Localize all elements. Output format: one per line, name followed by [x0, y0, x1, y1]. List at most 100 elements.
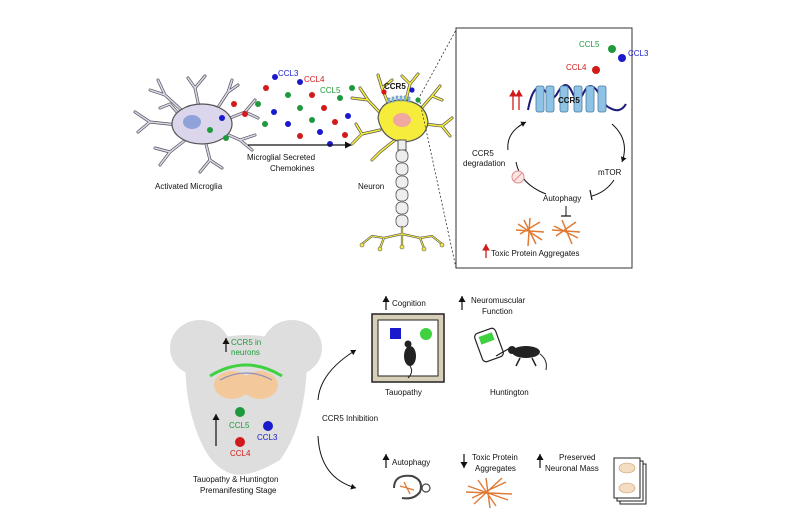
degradation-label-line1: CCR5 [472, 149, 494, 158]
secreted-label-line2: Chemokines [270, 164, 314, 173]
ccl5-dot [415, 97, 421, 103]
ccl3-dot [271, 109, 277, 115]
chemokine-cloud [242, 74, 355, 147]
microglia-processes-fill [134, 75, 259, 173]
degradation-to-receptor-arrow [507, 121, 527, 151]
inset-ccl4-label: CCL4 [566, 63, 587, 72]
toxic-aggregates-icon [515, 217, 581, 247]
ccl5-dot [309, 117, 315, 123]
cognition-label: Cognition [392, 299, 426, 308]
ccl4-label: CCL4 [304, 75, 325, 84]
tauopathy-label: Tauopathy [385, 388, 422, 397]
bottom-ccl3-label: CCL3 [257, 433, 278, 442]
cortex-highlight [209, 363, 283, 378]
ccl5-dot [255, 101, 261, 107]
bottom-toxic-line1: Toxic Protein [472, 453, 518, 462]
brain-ccr5-line2: neurons [231, 348, 260, 357]
ccl3-dot [409, 87, 415, 93]
stage-label-line1: Tauopathy & Huntington [193, 475, 278, 484]
neuron-ccr5-receptors [387, 95, 411, 104]
ccl5-dot [337, 95, 343, 101]
ccl4-dot [592, 66, 600, 74]
activated-microglia [133, 74, 260, 174]
neuromuscular-label-line2: Function [482, 307, 513, 316]
zoom-line-bottom [419, 101, 457, 269]
ccl5-dot [285, 92, 291, 98]
ccl5-dot [207, 127, 213, 133]
brain-ccr5-line1: CCR5 in [231, 338, 261, 347]
axon-myelin [395, 149, 409, 228]
huntington-label: Huntington [490, 388, 529, 397]
neuron-dendrites-fill [351, 73, 453, 161]
ccl3-dot [285, 121, 291, 127]
toxic-aggregates-icon [465, 477, 513, 509]
ccl5-dot [297, 105, 303, 111]
blocked-icon [511, 170, 525, 184]
ccl5-label: CCL5 [320, 86, 341, 95]
ccl3-dot [297, 79, 303, 85]
bottom-autophagy-label: Autophagy [392, 458, 430, 467]
neuromuscular-label-line1: Neuromuscular [471, 296, 526, 305]
ccl5-dot [349, 85, 355, 91]
ccl5-dot [235, 407, 245, 417]
autophagy-to-degradation-arrow [515, 161, 547, 195]
bottom-ccl4-label: CCL4 [230, 449, 251, 458]
ccl4-dot [263, 85, 269, 91]
neuron-label: Neuron [358, 182, 384, 191]
autophagy-label: Autophagy [543, 194, 581, 203]
bottom-toxic-line2: Aggregates [475, 464, 516, 473]
ccl5-dot [262, 121, 268, 127]
axon-hillock [397, 139, 407, 151]
ccl4-dot [332, 119, 338, 125]
zoom-line-top [419, 29, 457, 97]
ccl4-dot [321, 105, 327, 111]
ccl3-dot [272, 74, 278, 80]
degradation-label-line2: degradation [463, 159, 505, 168]
microglia-nucleus [183, 115, 201, 129]
axon-terminals-fill [361, 226, 443, 249]
autophagosome-icon [393, 474, 431, 500]
brain-slices-icon [613, 457, 647, 505]
mouse-icon [508, 346, 547, 371]
ccl3-dot [618, 54, 626, 62]
cycle-to-mtor-arrow [611, 123, 627, 163]
mouse-icon [404, 340, 416, 379]
inset-panel [455, 27, 633, 269]
microglia-label: Activated Microglia [155, 182, 223, 191]
microglia-soma [171, 103, 233, 145]
ccl3-dot [327, 141, 333, 147]
mtor-inhibits-autophagy [591, 179, 615, 197]
ccl4-dot [309, 92, 315, 98]
ccl3-dot [345, 113, 351, 119]
inset-ccl5-label: CCL5 [579, 40, 600, 49]
inhibit-bar [589, 189, 593, 201]
ccl5-dot [223, 135, 229, 141]
inset-toxic-label: Toxic Protein Aggregates [491, 249, 580, 258]
cortex-inner [219, 372, 273, 381]
ccr5-neuron-label: CCR5 [384, 82, 406, 91]
ccl3-dot [219, 115, 225, 121]
ccl3-label: CCL3 [278, 69, 299, 78]
neuron-nucleus [393, 113, 411, 127]
secreted-label-line1: Microglial Secreted [247, 153, 315, 162]
ccl4-dot [297, 133, 303, 139]
synaptic-boutons [359, 242, 445, 252]
tauopathy-maze [371, 313, 445, 383]
inhibition-label: CCR5 Inhibition [322, 414, 378, 423]
ccr5-receptor [527, 84, 627, 113]
grip-strength-meter [474, 327, 547, 371]
stage-label-line2: Premanifesting Stage [200, 486, 277, 495]
ccl3-dot [263, 421, 273, 431]
blue-square-object [390, 328, 401, 339]
ccl4-dot [235, 437, 245, 447]
ccl4-dot [381, 89, 387, 95]
inhibition-arrow-up [317, 349, 357, 401]
inhibition-arrow-down [317, 435, 357, 490]
ccl3-dot [317, 129, 323, 135]
neuron [350, 72, 454, 252]
ccl4-dot [342, 132, 348, 138]
ccl4-dot [231, 101, 237, 107]
mtor-label: mTOR [598, 168, 622, 177]
ccl5-dot [608, 45, 616, 53]
